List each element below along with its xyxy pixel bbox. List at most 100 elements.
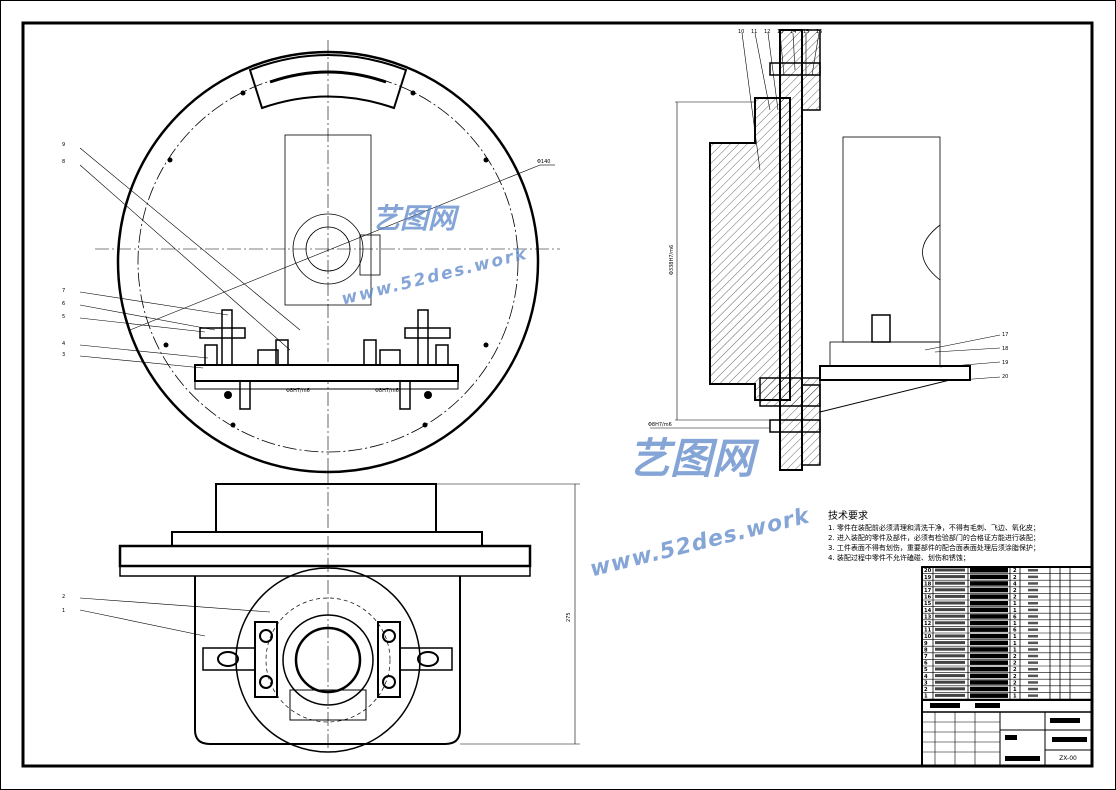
part-qty: 1 xyxy=(1013,634,1017,640)
part-code-redacted xyxy=(935,588,965,592)
part-material-redacted xyxy=(1028,602,1038,605)
front-view xyxy=(79,470,580,753)
part-number: 13 xyxy=(924,614,932,620)
part-number: 2 xyxy=(924,687,928,693)
part-number: 16 xyxy=(924,595,932,601)
part-code-redacted xyxy=(935,667,965,671)
part-material-redacted xyxy=(1028,668,1038,671)
dimension-height: 275 xyxy=(566,612,572,622)
part-code-redacted xyxy=(935,674,965,678)
balloon-label: 10 xyxy=(738,29,744,35)
part-name-redacted xyxy=(970,634,1008,639)
balloon-label: 4 xyxy=(62,341,65,347)
balloon-label: 17 xyxy=(1002,332,1008,338)
part-code-redacted xyxy=(935,627,965,631)
part-name-redacted xyxy=(970,568,1008,573)
part-material-redacted xyxy=(1028,694,1038,697)
dimension-side-dia: Φ338H7/m6 xyxy=(669,245,675,275)
part-number: 1 xyxy=(924,694,928,700)
tech-req-item: 4. 装配过程中零件不允许磕碰、划伤和锈蚀； xyxy=(828,554,970,562)
part-name-redacted xyxy=(970,581,1008,586)
part-number: 17 xyxy=(924,588,932,594)
part-material-redacted xyxy=(1028,654,1038,658)
balloon-label: 2 xyxy=(62,594,65,600)
title-block xyxy=(921,566,1093,767)
part-qty: 1 xyxy=(1013,601,1017,607)
part-qty: 4 xyxy=(1013,581,1017,587)
part-qty: 2 xyxy=(1013,667,1017,673)
watermark-name: 艺图网 xyxy=(372,202,457,235)
balloon-label: 15 xyxy=(803,29,809,35)
part-code-redacted xyxy=(935,647,965,651)
part-material-redacted xyxy=(1028,621,1038,625)
part-name-redacted xyxy=(970,680,1008,685)
balloon-label: 1 xyxy=(62,608,65,614)
part-code-redacted xyxy=(935,693,965,697)
part-qty: 2 xyxy=(1013,588,1017,594)
part-code-redacted xyxy=(935,594,965,598)
part-qty: 1 xyxy=(1013,687,1017,693)
parts-list-row: 18 4 xyxy=(922,581,1092,587)
part-material-redacted xyxy=(1028,588,1038,592)
part-qty: 2 xyxy=(1013,674,1017,680)
parts-list-row: 20 2 xyxy=(922,568,1092,574)
part-material-redacted xyxy=(1028,681,1038,684)
part-code-redacted xyxy=(935,634,965,638)
part-number: 15 xyxy=(924,601,932,607)
part-number: 14 xyxy=(924,608,932,614)
side-section-view xyxy=(650,29,1001,471)
dimension-fit-left: Φ8H7/m6 xyxy=(286,388,310,394)
part-qty: 1 xyxy=(1013,641,1017,647)
part-qty: 2 xyxy=(1013,575,1017,581)
parts-list-row: 13 6 xyxy=(922,614,1092,620)
part-number: 5 xyxy=(924,667,928,673)
tech-req-item: 3. 工件表面不得有划伤，重要部件的配合面表面处理后须涂脂保护； xyxy=(828,544,1040,552)
part-name-redacted xyxy=(970,620,1008,626)
drawing-number: ZX-00 xyxy=(1059,755,1077,762)
part-name-redacted xyxy=(970,627,1008,632)
part-qty: 2 xyxy=(1013,568,1017,574)
part-number: 18 xyxy=(924,581,932,587)
part-code-redacted xyxy=(935,641,965,645)
tech-req-item: 2. 进入装配的零件及部件，必须有检验部门的合格证方能进行装配； xyxy=(828,534,1040,542)
part-name-redacted xyxy=(970,653,1008,659)
drawing-frame xyxy=(21,21,1094,768)
balloon-label: 14 xyxy=(790,29,796,35)
part-number: 7 xyxy=(924,654,928,660)
part-number: 4 xyxy=(924,674,928,680)
part-name-redacted xyxy=(970,693,1008,698)
balloon-label: 16 xyxy=(816,29,822,35)
part-name-redacted xyxy=(970,667,1008,672)
part-number: 20 xyxy=(924,568,932,574)
part-number: 8 xyxy=(924,647,928,653)
part-code-redacted xyxy=(935,621,965,625)
part-name-redacted xyxy=(970,614,1008,619)
balloon-label: 3 xyxy=(62,352,65,358)
part-name-redacted xyxy=(970,594,1008,599)
part-name-redacted xyxy=(970,607,1008,613)
tech-req-item: 1. 零件在装配前必须清理和清洗干净，不得有毛刺、飞边、氧化皮； xyxy=(828,524,1040,532)
part-name-redacted xyxy=(970,660,1008,665)
part-code-redacted xyxy=(935,575,965,579)
part-qty: 1 xyxy=(1013,647,1017,653)
part-code-redacted xyxy=(935,568,965,572)
part-code-redacted xyxy=(935,581,965,585)
part-name-redacted xyxy=(970,601,1008,606)
balloon-label: 8 xyxy=(62,159,65,165)
part-material-redacted xyxy=(1028,608,1038,612)
part-qty: 2 xyxy=(1013,661,1017,667)
part-name-redacted xyxy=(970,673,1008,679)
part-code-redacted xyxy=(935,660,965,664)
balloon-label: 11 xyxy=(751,29,757,35)
part-qty: 6 xyxy=(1013,614,1017,620)
